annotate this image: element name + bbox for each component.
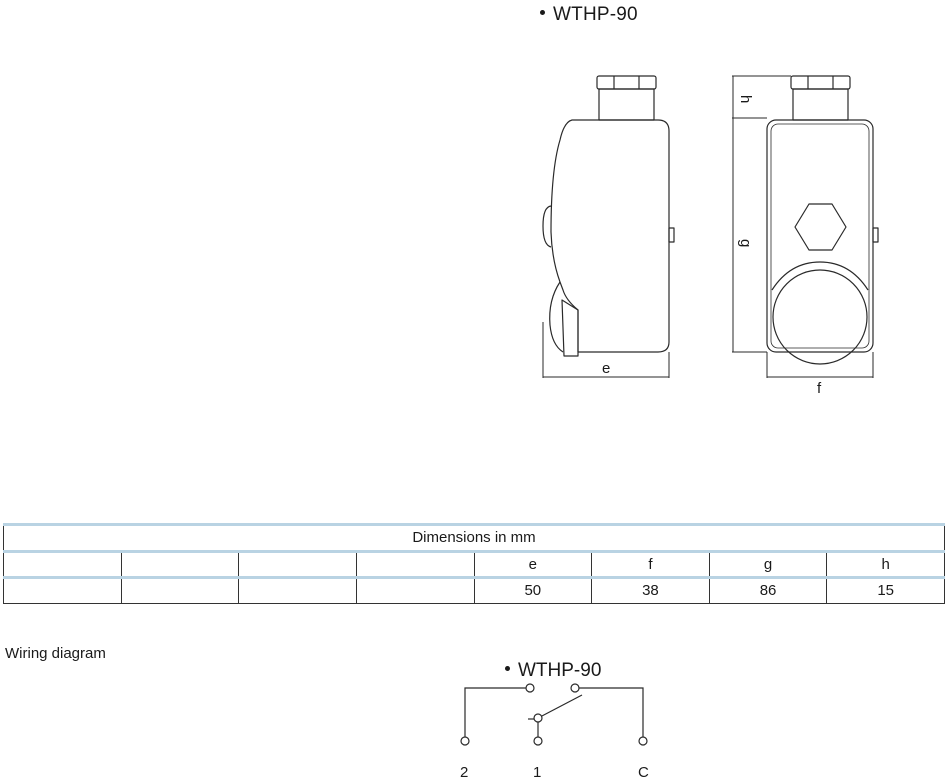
table-header-cell: [120, 551, 240, 579]
table-header-cell: [3, 551, 122, 579]
table-value-f: 38: [591, 577, 710, 604]
terminal-label-c: C: [638, 764, 649, 781]
switch-blade: [539, 694, 583, 718]
clamp-arc: [771, 261, 869, 291]
side-clamp-curve: [549, 281, 564, 353]
wire-terminal-c: [579, 687, 644, 737]
bullet-icon: [540, 10, 545, 16]
table-value-cell: [355, 577, 475, 604]
bullet-icon: [505, 666, 510, 672]
wiring-diagram-label: Wiring diagram: [5, 645, 106, 662]
side-clamp: [561, 299, 579, 357]
wire-terminal-2: [464, 687, 526, 737]
product-title: WTHP-90: [540, 4, 638, 26]
table-row: 50 38 86 15: [3, 577, 945, 604]
dim-label-h: h: [737, 95, 754, 103]
side-view: [542, 75, 675, 378]
front-view: [732, 75, 879, 378]
wiring-title-text: WTHP-90: [518, 660, 602, 681]
wiring-title: WTHP-90: [505, 660, 601, 682]
contact-1: [533, 713, 543, 723]
product-title-text: WTHP-90: [553, 4, 638, 25]
table-value-g: 86: [708, 577, 828, 604]
table-caption: Dimensions in mm: [3, 523, 945, 553]
contact-c: [570, 683, 580, 693]
table-header-f: f: [591, 551, 710, 579]
table-value-cell: [3, 577, 122, 604]
clamp-circle: [772, 269, 868, 365]
table-value-cell: [120, 577, 240, 604]
table-header-h: h: [826, 551, 945, 579]
table-header-cell: [355, 551, 475, 579]
terminal-1-icon: [533, 736, 543, 746]
hex-nut: [794, 203, 847, 251]
dim-label-g: g: [737, 239, 754, 247]
table-header-g: g: [708, 551, 828, 579]
technical-drawing: e f g h: [542, 75, 879, 397]
side-terminal: [668, 227, 675, 243]
terminal-label-1: 1: [533, 764, 541, 781]
dim-label-f: f: [817, 380, 822, 397]
table-header-row: e f g h: [3, 551, 945, 579]
table-value-h: 15: [826, 577, 945, 604]
dim-label-e: e: [602, 360, 610, 377]
contact-2: [525, 683, 535, 693]
terminal-c-icon: [638, 736, 648, 746]
table-header-e: e: [473, 551, 593, 579]
side-bump: [542, 205, 552, 248]
table-caption-row: Dimensions in mm: [3, 523, 945, 553]
terminal-2-icon: [460, 736, 470, 746]
side-body: [550, 119, 670, 353]
dimensions-table: Dimensions in mm e f g h 50 38 86 15: [3, 523, 945, 604]
table-value-cell: [238, 577, 357, 604]
table-value-e: 50: [473, 577, 593, 604]
front-terminal: [872, 227, 879, 243]
terminal-label-2: 2: [460, 764, 468, 781]
